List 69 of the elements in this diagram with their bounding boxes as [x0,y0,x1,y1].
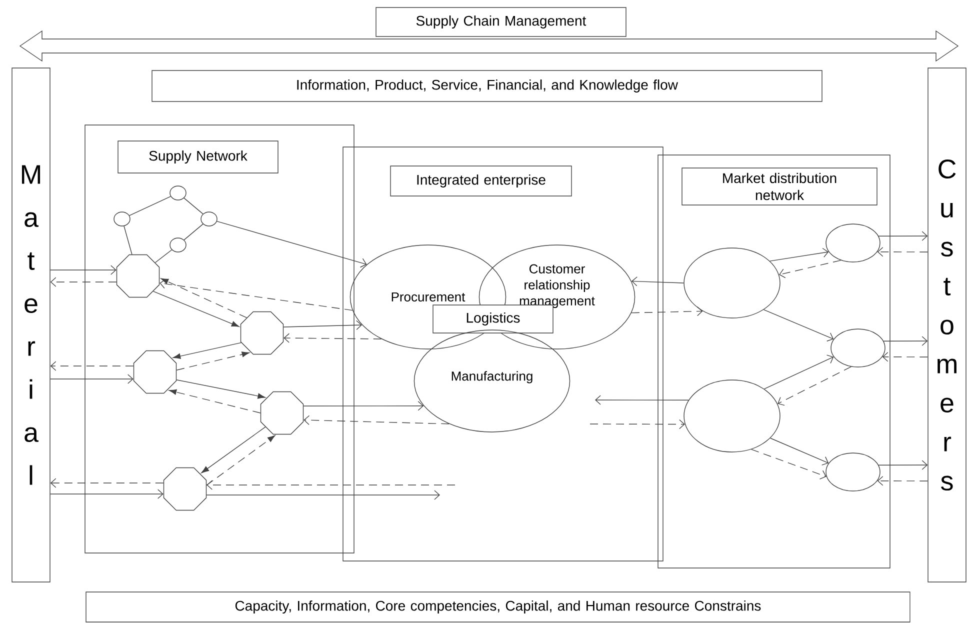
arrow [878,460,928,470]
arrow [50,489,164,499]
connector-line [124,226,132,255]
circle [830,328,886,368]
arrow [631,306,703,316]
arrow [160,278,248,318]
circle [684,248,780,318]
arrow [631,276,684,286]
arrow [50,374,134,384]
circle [826,452,880,492]
arrow [172,342,242,359]
arrow [590,419,685,430]
note-box: Capacity, Information, Core competencies, Capital, and Human resource Constrains [86,592,910,622]
vertical-bar: Customers [928,68,966,582]
connector-line [129,196,171,216]
arrow [770,248,829,262]
arrow [750,448,826,480]
arrow [201,426,266,474]
heading-box: Integrated enterprise [390,166,572,196]
circle [826,224,880,262]
arrow [303,401,424,411]
heading-box: Supply Network [118,140,278,174]
arrow [176,380,266,399]
octagon [116,254,160,298]
arrow [50,265,116,275]
small-circle [170,186,186,200]
arrow [50,277,117,287]
arrow [595,395,689,405]
octagon [260,391,304,435]
octagon [133,350,177,394]
arrow [50,361,134,371]
arrow [304,415,450,425]
arrow [206,435,276,486]
arrow [883,336,928,346]
arrow [763,309,834,342]
circle [684,380,780,452]
small-circle [200,212,218,226]
title-box: Supply Chain Management [376,7,626,37]
arrow [877,247,928,257]
arrow [160,278,353,311]
arrow [778,366,852,406]
group-frame [84,124,354,554]
group-frame [342,146,664,562]
arrow [877,476,928,486]
arrow [764,354,834,390]
small-circle [114,212,130,226]
arrow [216,220,367,268]
arrow [878,231,928,241]
arrow [176,352,250,370]
flow-box: Information, Product, Service, Financial, and Knowledge flow [152,70,822,102]
arrow [206,480,456,490]
group-frame [658,154,890,568]
arrow [206,490,440,500]
connector-line [184,198,204,214]
arrow [284,333,382,343]
octagon [240,311,284,355]
connector-line [184,224,204,240]
arrow [168,389,261,414]
arrow [882,352,928,362]
arrow [152,290,240,327]
arrow [283,320,362,330]
arrow [50,478,164,488]
heading-box: Market distribution network [682,168,878,206]
vertical-bar: Material [12,68,50,582]
small-circle [170,238,186,252]
arrow [770,438,829,466]
connector-line [154,250,172,264]
arrow [779,260,842,278]
octagon [163,467,207,511]
